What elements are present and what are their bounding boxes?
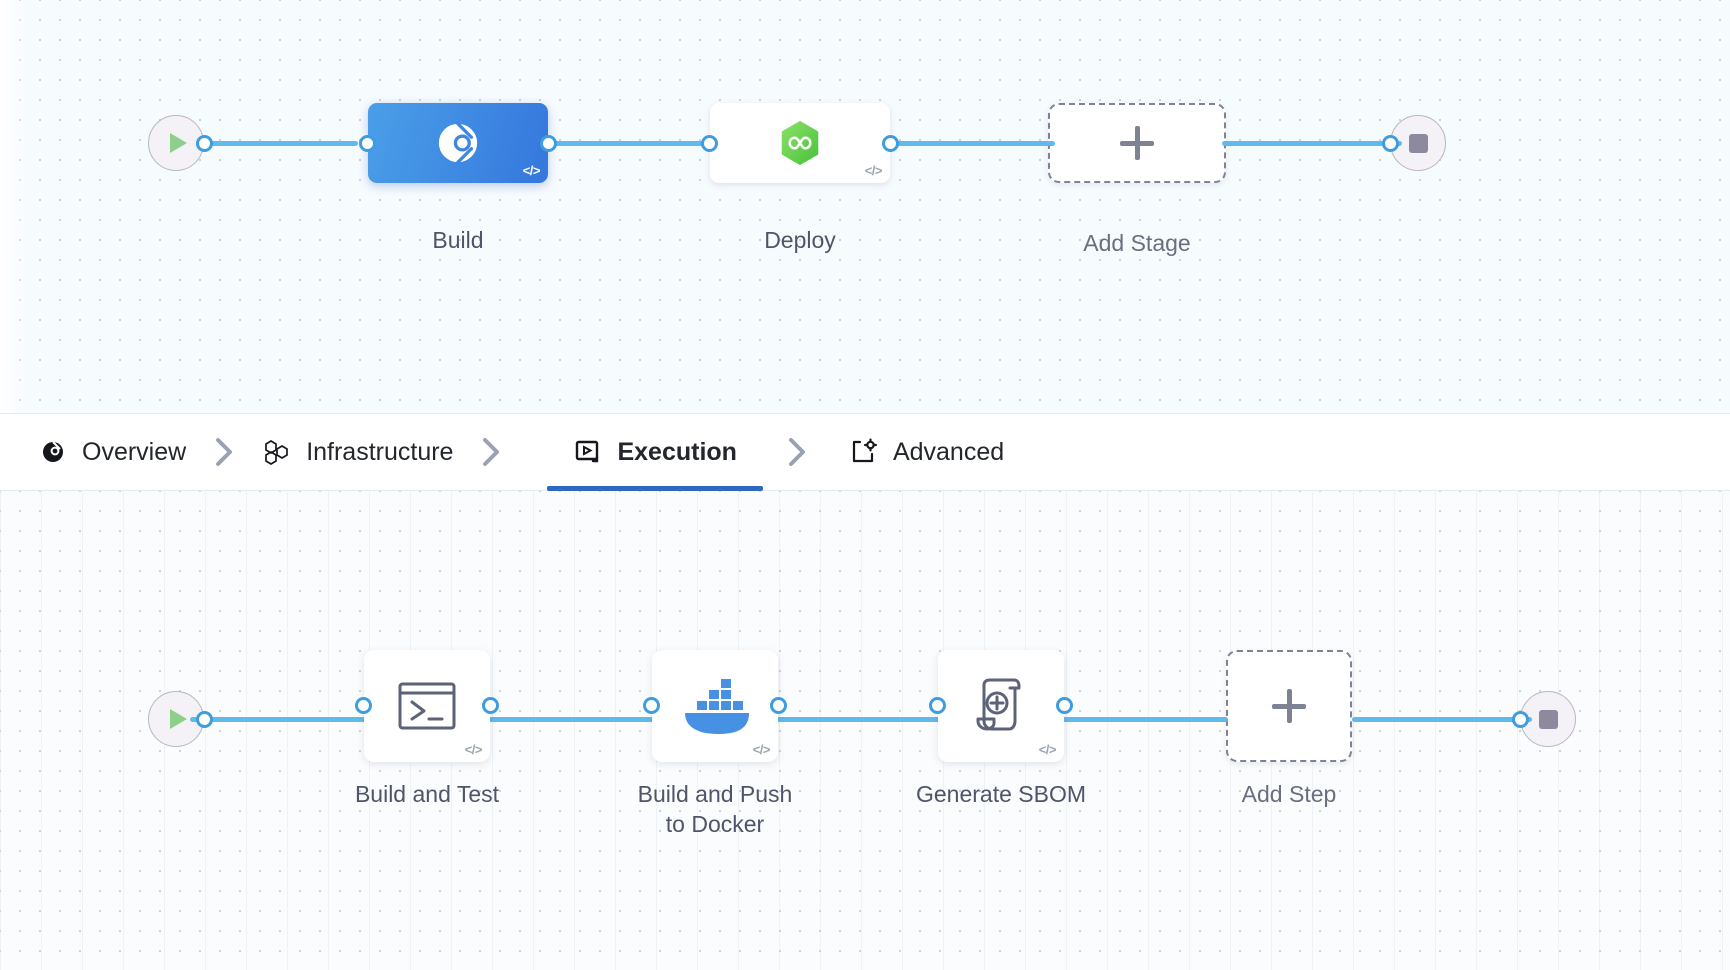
plus-icon [1272,689,1306,723]
add-stage-button[interactable] [1048,103,1226,183]
step3-code-badge[interactable]: </> [1038,742,1057,757]
add-step-node[interactable] [1226,650,1352,762]
plus-icon [1120,126,1154,160]
sbom-scroll-icon [976,678,1021,731]
advanced-gear-icon [849,437,879,467]
hexagon-cluster-icon [262,437,292,467]
chevron-right-icon [190,436,258,468]
step1-code-badge[interactable]: </> [464,742,483,757]
add-step-button[interactable] [1226,650,1352,762]
harness-cd-infinity-icon [781,120,819,166]
link-start-to-step1 [190,717,370,722]
overview-pie-icon [38,437,68,467]
stop-icon [1538,709,1558,729]
step2-code-badge[interactable]: </> [752,742,771,757]
stage-config-tabbar: Overview Infrastructure [0,414,1730,491]
chevron-right-icon [457,436,525,468]
step-node-generate-sbom[interactable]: </> [929,650,1073,762]
tab-advanced[interactable]: Advanced [845,414,1008,491]
step-build-and-push-label: Build and Push to Docker [637,781,793,837]
link-deploy-to-add [875,141,1055,146]
step3-input-port[interactable] [929,697,946,714]
link-addstep-to-end [1352,717,1532,722]
link-step1-to-step2 [480,717,655,722]
tab-infrastructure-label: Infrastructure [306,437,454,466]
link-step3-to-addstep [1048,717,1228,722]
end-node-port[interactable] [1382,135,1399,152]
pipeline-steps-canvas[interactable]: </> Build and Test [0,491,1730,970]
tab-execution[interactable]: Execution [547,414,764,491]
stage-deploy-code-badge[interactable]: </> [864,163,883,178]
step-build-and-test-box[interactable]: </> [364,650,490,762]
pipeline-stages-canvas[interactable]: </> Build </> [0,0,1730,414]
play-icon [170,133,187,153]
link-add-to-end [1222,141,1402,146]
stage-node-deploy[interactable]: </> [701,103,899,183]
step-build-and-test-label: Build and Test [354,781,500,807]
step1-input-port[interactable] [355,697,372,714]
harness-ci-icon [438,122,478,164]
link-build-to-deploy [540,141,720,146]
steps-end-node[interactable] [1512,691,1576,747]
step-build-and-push-box[interactable]: </> [652,650,778,762]
start-node-port[interactable] [196,135,213,152]
stage-deploy-output-port[interactable] [882,135,899,152]
start-node-circle[interactable] [148,115,204,171]
step-generate-sbom-box[interactable]: </> [938,650,1064,762]
stage-deploy-box[interactable]: </> [710,103,890,183]
tab-execution-label: Execution [617,437,737,466]
docker-icon [685,679,749,734]
step-node-build-and-test[interactable]: </> [355,650,499,762]
steps-start-port[interactable] [196,711,213,728]
pipeline-start-node[interactable] [148,115,213,171]
stage-build-output-port[interactable] [540,135,557,152]
step-generate-sbom-label: Generate SBOM [915,781,1087,807]
steps-end-port[interactable] [1512,711,1529,728]
link-step2-to-step3 [762,717,942,722]
play-icon [170,709,187,729]
stage-build-label: Build [432,227,484,253]
step-node-build-and-push-to-docker[interactable]: </> [643,650,787,762]
chevron-right-icon [763,436,831,468]
steps-start-node[interactable] [148,691,213,747]
tab-advanced-label: Advanced [892,437,1005,466]
step3-output-port[interactable] [1056,697,1073,714]
stage-deploy-input-port[interactable] [701,135,718,152]
stage-node-build[interactable]: </> [359,103,557,183]
step2-input-port[interactable] [643,697,660,714]
link-start-to-build [198,141,358,146]
stage-deploy-label: Deploy [764,227,836,253]
stage-build-box[interactable]: </> [368,103,548,183]
stop-icon [1408,133,1428,153]
tab-infrastructure[interactable]: Infrastructure [258,414,457,491]
add-stage-node[interactable] [1048,103,1226,183]
tab-overview[interactable]: Overview [34,414,190,491]
tab-overview-label: Overview [82,437,187,466]
add-step-label: Add Step [1241,781,1337,807]
step1-output-port[interactable] [482,697,499,714]
execution-play-icon [573,437,603,467]
stage-build-code-badge[interactable]: </> [522,163,541,178]
pipeline-end-node[interactable] [1382,115,1446,171]
terminal-icon [398,682,456,730]
add-stage-label: Add Stage [1083,230,1191,256]
step2-output-port[interactable] [770,697,787,714]
stage-build-input-port[interactable] [359,135,376,152]
